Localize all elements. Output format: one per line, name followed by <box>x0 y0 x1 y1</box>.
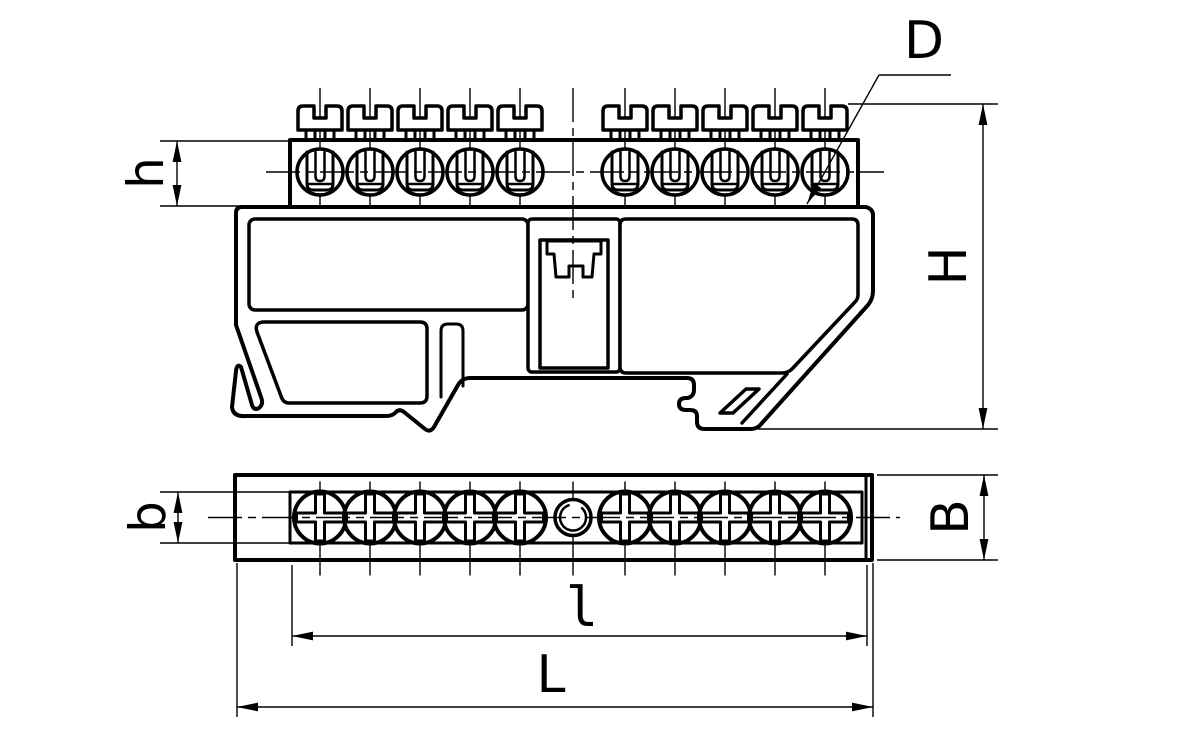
dimension-label-D: D <box>904 11 944 71</box>
dimension-b: b <box>119 491 292 544</box>
dimension-L: L <box>236 563 874 717</box>
dimension-H: H <box>758 103 998 430</box>
lower-left-window <box>254 320 429 405</box>
center-fork-detail <box>439 322 465 399</box>
dimension-label-b: b <box>119 501 177 533</box>
dimension-label-B: B <box>921 499 981 535</box>
dimension-label-h: h <box>117 157 175 189</box>
dimension-h: h <box>117 140 292 207</box>
rail-tooth <box>718 387 761 415</box>
dimension-B: B <box>877 474 998 561</box>
upper-right-window <box>618 217 860 375</box>
latch-detail <box>545 239 603 279</box>
upper-left-window <box>247 217 530 312</box>
dimension-l: l <box>291 565 868 646</box>
dimension-D-leader: D <box>806 11 951 205</box>
dimension-label-H: H <box>919 246 979 285</box>
dimension-label-L: L <box>537 645 566 705</box>
bottom-view <box>208 473 900 578</box>
strut-inner-edge <box>740 372 789 425</box>
dimension-label-l: l <box>566 576 599 639</box>
front-view <box>230 86 884 433</box>
